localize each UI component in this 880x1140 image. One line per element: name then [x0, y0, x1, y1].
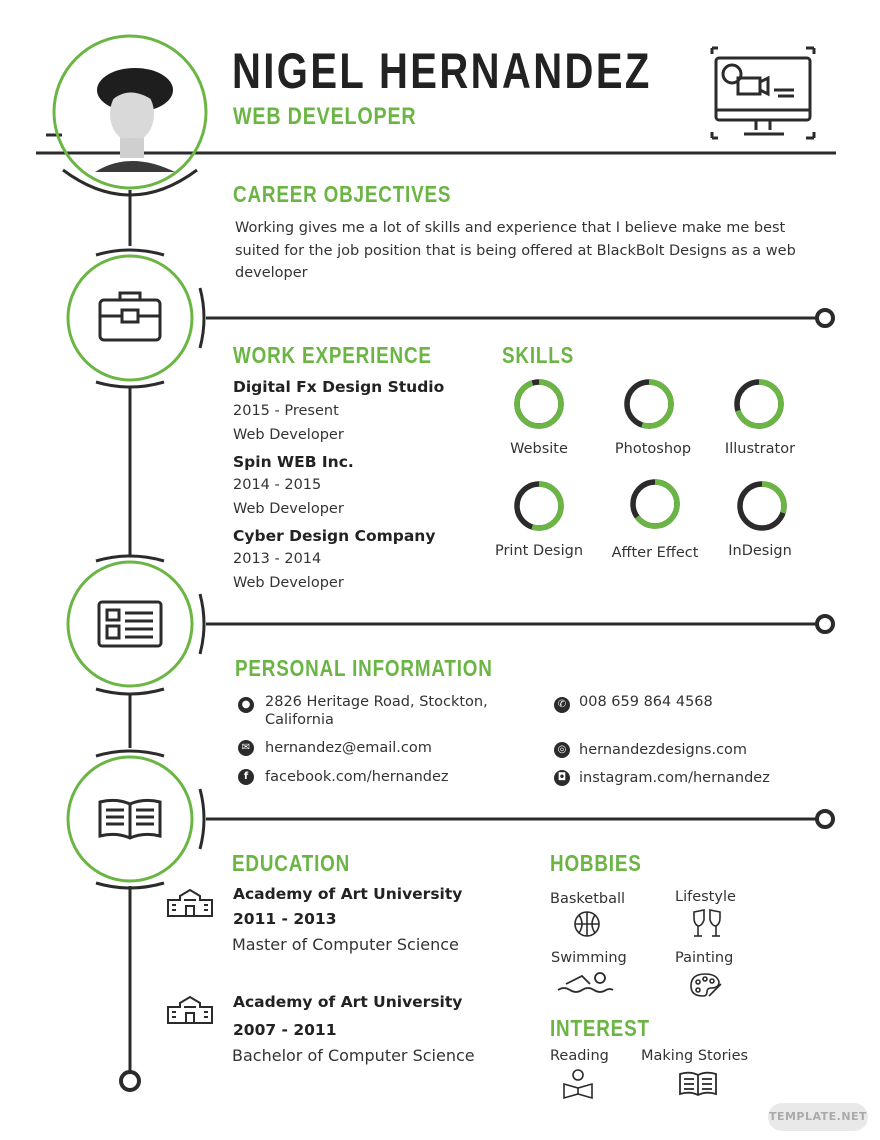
- hobby-basketball: Basketball: [550, 891, 626, 907]
- avatar-ring: [52, 34, 208, 190]
- instagram-icon: ◘: [554, 770, 570, 786]
- work-heading: WORK EXPERIENCE: [233, 342, 432, 368]
- location-pin-icon: ●: [238, 697, 254, 713]
- edu-school-1: Academy of Art University: [233, 885, 463, 903]
- interest-reading: Reading: [550, 1048, 609, 1064]
- work-role-3: Web Developer: [233, 575, 344, 591]
- timeline-end-node: [119, 1070, 141, 1092]
- skill-ring-level-indesign: [737, 481, 787, 531]
- email-icon: ✉: [238, 740, 254, 756]
- phone-number: 008 659 864 4568: [579, 694, 713, 710]
- champagne-glasses-icon: [693, 909, 721, 937]
- skill-label-illustrator: Illustrator: [724, 441, 796, 457]
- job-title: WEB DEVELOPER: [233, 103, 417, 130]
- education-heading: EDUCATION: [232, 850, 351, 876]
- open-book-icon: [98, 798, 162, 840]
- facebook-url[interactable]: facebook.com/hernandez: [265, 769, 449, 785]
- skill-label-photoshop: Photoshop: [614, 441, 692, 457]
- person-name: NIGEL HERNANDEZ: [232, 43, 652, 99]
- paint-palette-icon: [690, 973, 722, 997]
- career-text: Working gives me a lot of skills and exp…: [235, 220, 796, 281]
- hobby-lifestyle: Lifestyle: [675, 889, 736, 905]
- work-years-2: 2014 - 2015: [233, 477, 322, 493]
- hobbies-heading: HOBBIES: [550, 850, 642, 876]
- edu-degree-2: Bachelor of Computer Science: [232, 1046, 475, 1065]
- edu-school-2: Academy of Art University: [233, 993, 463, 1011]
- template-net-badge[interactable]: TEMPLATE.NET: [768, 1103, 868, 1131]
- skill-ring-level-website: [514, 379, 564, 429]
- basketball-icon: [574, 911, 600, 937]
- skill-ring-level-illustrator: [734, 379, 784, 429]
- skill-ring-level-photoshop: [624, 379, 674, 429]
- instagram-url[interactable]: instagram.com/hernandez: [579, 770, 770, 786]
- monitor-video-icon: [710, 46, 816, 140]
- school-building-icon: [167, 888, 213, 917]
- website-url[interactable]: hernandezdesigns.com: [579, 742, 748, 758]
- work-role-1: Web Developer: [233, 427, 344, 443]
- edu-years-1: 2011 - 2013: [233, 910, 337, 928]
- phone-icon: ✆: [554, 697, 570, 713]
- interest-heading: INTEREST: [550, 1015, 650, 1041]
- skill-label-after-effect: Affter Effect: [611, 545, 699, 561]
- skill-ring-level-affter-effect: [630, 479, 680, 529]
- skill-ring-level-print-design: [514, 481, 564, 531]
- work-company-2: Spin WEB Inc.: [233, 453, 354, 471]
- skill-label-indesign: InDesign: [728, 543, 792, 559]
- reading-person-icon: [563, 1069, 593, 1100]
- avatar: [95, 68, 175, 172]
- id-card-icon: [97, 600, 163, 648]
- address-line-2: California: [265, 712, 334, 728]
- work-role-2: Web Developer: [233, 501, 344, 517]
- hobby-swimming: Swimming: [551, 950, 627, 966]
- storybook-icon: [679, 1071, 717, 1097]
- work-years-1: 2015 - Present: [233, 403, 339, 419]
- work-company-3: Cyber Design Company: [233, 527, 436, 545]
- interest-making-stories: Making Stories: [641, 1048, 749, 1064]
- skills-heading: SKILLS: [502, 342, 574, 368]
- work-company-1: Digital Fx Design Studio: [233, 378, 445, 396]
- address-line-1: 2826 Heritage Road, Stockton,: [265, 694, 488, 710]
- personal-heading: PERSONAL INFORMATION: [235, 655, 493, 681]
- skill-label-website: Website: [510, 441, 568, 457]
- edu-degree-1: Master of Computer Science: [232, 935, 459, 954]
- school-building-icon: [167, 995, 213, 1024]
- edu-years-2: 2007 - 2011: [233, 1021, 337, 1039]
- briefcase-icon: [98, 291, 162, 342]
- career-heading: CAREER OBJECTIVES: [233, 181, 452, 207]
- work-years-3: 2013 - 2014: [233, 551, 322, 567]
- swimmer-icon: [557, 972, 614, 993]
- email-address[interactable]: hernandez@email.com: [265, 740, 432, 756]
- facebook-icon: f: [238, 769, 254, 785]
- globe-icon: ◎: [554, 742, 570, 758]
- hobby-painting: Painting: [675, 950, 734, 966]
- skill-label-print-design: Print Design: [494, 543, 584, 559]
